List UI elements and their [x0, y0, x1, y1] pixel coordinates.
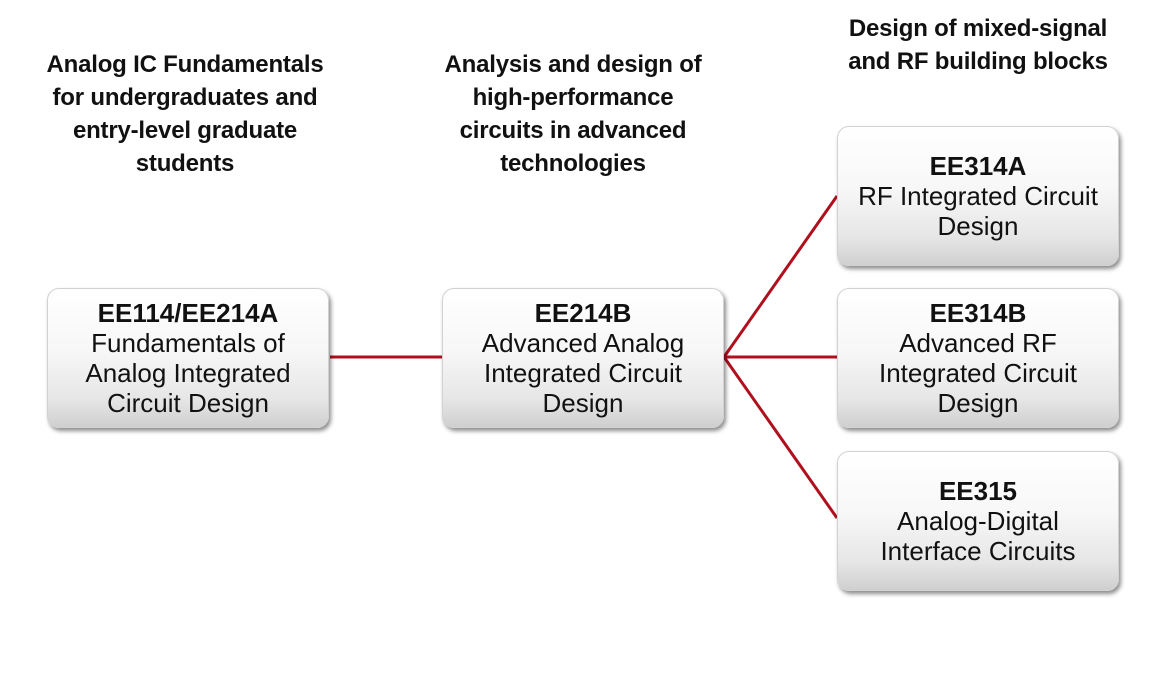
course-box-ee315[interactable]: EE315 Analog-Digital Interface Circuits — [837, 451, 1119, 591]
course-code: EE314B — [929, 298, 1027, 328]
course-box-ee314b[interactable]: EE314B Advanced RF Integrated Circuit De… — [837, 288, 1119, 428]
course-code: EE315 — [938, 476, 1018, 506]
link-ee214b-ee314a — [722, 195, 839, 358]
course-box-ee114[interactable]: EE114/EE214A Fundamentals of Analog Inte… — [47, 288, 329, 428]
course-code: EE114/EE214A — [97, 298, 279, 328]
course-title: Analog-Digital Interface Circuits — [880, 506, 1076, 566]
link-ee214b-ee315 — [722, 356, 839, 519]
course-title: Advanced RF Integrated Circuit Design — [879, 328, 1077, 418]
heading-fundamentals: Analog IC Fundamentals for undergraduate… — [46, 51, 324, 177]
course-code: EE314A — [929, 151, 1027, 181]
course-box-ee314a[interactable]: EE314A RF Integrated Circuit Design — [837, 126, 1119, 266]
course-box-ee214b[interactable]: EE214B Advanced Analog Integrated Circui… — [442, 288, 724, 428]
course-title: Advanced Analog Integrated Circuit Desig… — [481, 328, 685, 418]
heading-advanced: Analysis and design of high-performance … — [444, 51, 702, 177]
course-title: RF Integrated Circuit Design — [858, 181, 1098, 241]
course-title: Fundamentals of Analog Integrated Circui… — [85, 328, 291, 418]
course-code: EE214B — [534, 298, 632, 328]
heading-mixed-signal-rf: Design of mixed-signal and RF building b… — [848, 15, 1108, 75]
